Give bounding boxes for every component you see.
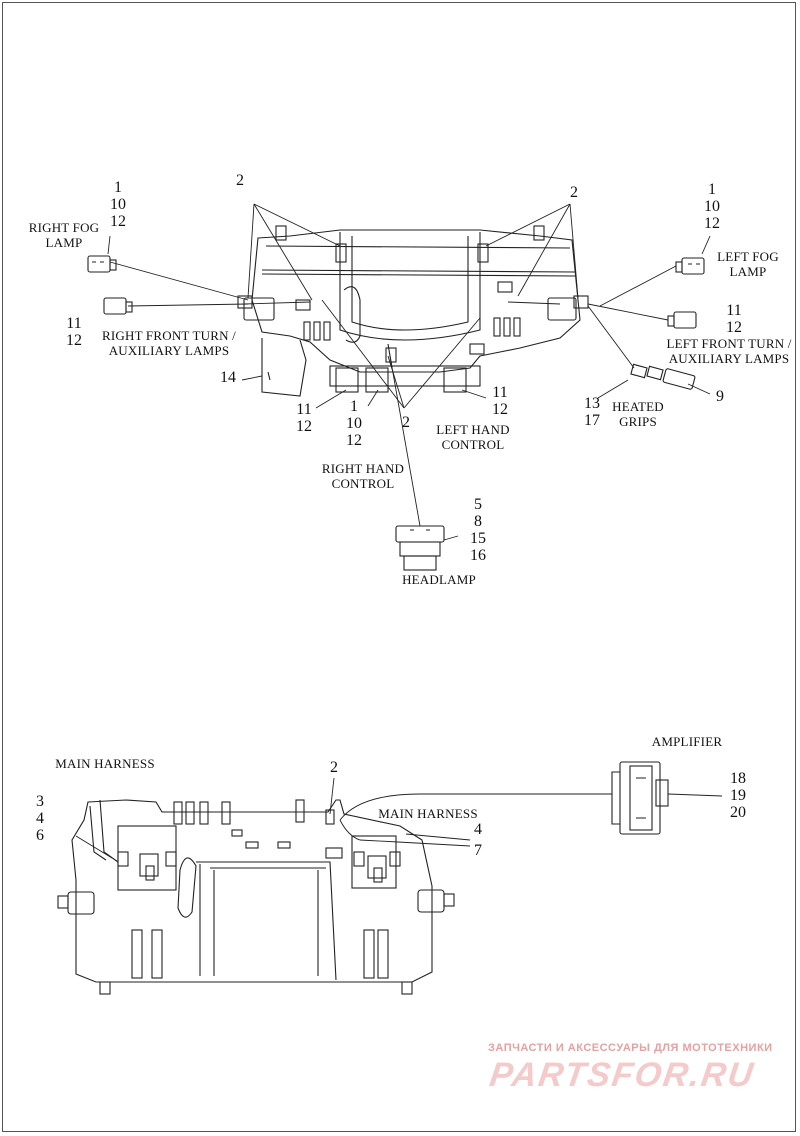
bottom-bracket-assembly	[57, 799, 455, 995]
main-harness-left-num-2: 4	[36, 810, 44, 827]
bottom-leader-lines	[75, 777, 723, 859]
heated-grips-num-1: 13	[584, 395, 600, 412]
heated-grips-num-2: 17	[584, 412, 600, 429]
left-hand-control-label: LEFT HAND	[436, 422, 510, 437]
left-fog-lamp-label-2: LAMP	[729, 264, 767, 279]
main-harness-left-num-1: 3	[36, 793, 44, 810]
right-fog-num-3: 12	[110, 213, 126, 230]
right-hand-control-num-b1: 1	[350, 398, 358, 415]
main-harness-left-label: MAIN HARNESS	[55, 756, 155, 771]
left-front-turn-connector	[667, 311, 697, 329]
right-front-turn-connector	[103, 297, 133, 315]
headlamp-label: HEADLAMP	[402, 572, 476, 587]
right-fog-lamp-connector	[87, 255, 117, 273]
callout-14: 14	[220, 369, 236, 386]
right-hand-control-num-a1: 11	[296, 401, 312, 418]
left-front-turn-label: LEFT FRONT TURN /	[666, 336, 792, 351]
callout-2-top-left: 2	[236, 172, 244, 189]
right-front-turn-label: RIGHT FRONT TURN /	[102, 328, 236, 343]
amplifier-label: AMPLIFIER	[651, 734, 723, 749]
main-harness-right-label: MAIN HARNESS	[378, 806, 478, 821]
watermark-tagline: ЗАПЧАСТИ И АКСЕССУАРЫ ДЛЯ МОТОТЕХНИКИ	[488, 1042, 773, 1054]
right-hand-control-num-b3: 12	[346, 432, 362, 449]
right-hand-control-num-b2: 10	[346, 415, 362, 432]
amplifier-num-1: 18	[730, 770, 746, 787]
headlamp-num-3: 15	[470, 530, 486, 547]
right-hand-control-label: RIGHT HAND	[321, 461, 405, 476]
right-hand-control-num-a2: 12	[296, 418, 312, 435]
left-front-turn-label-2: AUXILIARY LAMPS	[668, 351, 790, 366]
left-fog-lamp-connector	[675, 257, 705, 275]
callout-2-top-right: 2	[570, 184, 578, 201]
top-leader-lines	[107, 203, 711, 541]
left-fog-num-2: 10	[704, 198, 720, 215]
heated-grips-num-9: 9	[716, 388, 724, 405]
right-fog-lamp-label-2: LAMP	[45, 235, 83, 250]
heated-grips-label-2: GRIPS	[619, 414, 657, 429]
amplifier-num-3: 20	[730, 804, 746, 821]
right-front-turn-label-2: AUXILIARY LAMPS	[108, 343, 230, 358]
heated-grips-connector	[630, 363, 696, 390]
callout-2-center: 2	[402, 414, 410, 431]
right-hand-control-label-2: CONTROL	[331, 476, 395, 491]
left-front-turn-num-2: 12	[726, 319, 742, 336]
main-harness-right-num-1: 4	[474, 821, 482, 838]
amplifier-num-2: 19	[730, 787, 746, 804]
headlamp-connector	[395, 525, 445, 571]
watermark-logo: PARTSFOR.RU	[487, 1056, 758, 1094]
left-fog-num-3: 12	[704, 215, 720, 232]
headlamp-num-4: 16	[470, 547, 486, 564]
left-hand-control-num-2: 12	[492, 401, 508, 418]
left-hand-control-num-1: 11	[492, 384, 508, 401]
right-front-turn-num-1: 11	[66, 315, 82, 332]
top-bracket-assembly	[237, 225, 589, 397]
right-fog-lamp-label: RIGHT FOG	[28, 220, 100, 235]
right-front-turn-num-2: 12	[66, 332, 82, 349]
callout-2-bottom: 2	[330, 759, 338, 776]
main-harness-right-num-2: 7	[474, 842, 482, 859]
main-harness-left-num-3: 6	[36, 827, 44, 844]
left-fog-lamp-label: LEFT FOG	[717, 249, 779, 264]
left-fog-num-1: 1	[708, 181, 716, 198]
right-fog-num-1: 1	[114, 179, 122, 196]
left-hand-control-label-2: CONTROL	[441, 437, 505, 452]
headlamp-num-1: 5	[474, 496, 482, 513]
heated-grips-label: HEATED	[612, 399, 664, 414]
left-front-turn-num-1: 11	[726, 302, 742, 319]
right-fog-num-2: 10	[110, 196, 126, 213]
headlamp-num-2: 8	[474, 513, 482, 530]
amplifier-connector	[611, 761, 669, 835]
